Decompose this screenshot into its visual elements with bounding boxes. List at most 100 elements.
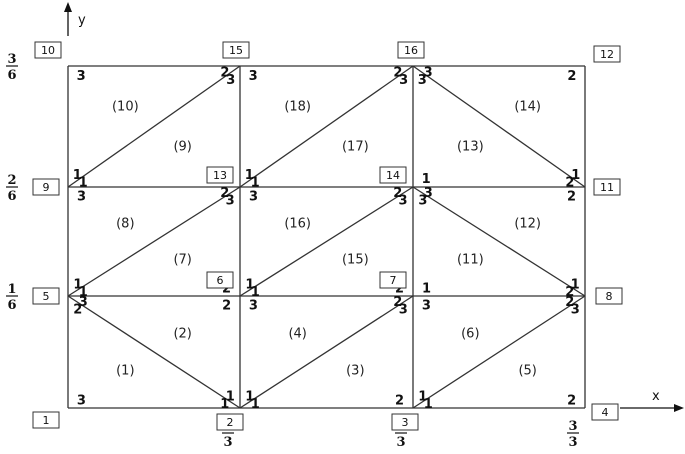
global-node-number: 6 <box>217 274 224 287</box>
global-node-number: 10 <box>41 44 55 57</box>
local-node-number: 2 <box>393 65 402 80</box>
local-node-number: 3 <box>226 73 235 88</box>
element-label: (13) <box>457 140 484 155</box>
global-node-16: 16 <box>397 41 425 59</box>
element-label: (15) <box>342 253 369 268</box>
local-node-number: 3 <box>226 194 235 209</box>
element-label: (12) <box>514 216 541 231</box>
svg-text:2: 2 <box>7 173 16 188</box>
local-node-number: 1 <box>79 285 88 300</box>
global-node-number: 8 <box>606 290 613 303</box>
global-node-14: 14 <box>379 166 407 184</box>
local-node-number: 3 <box>77 190 86 205</box>
global-node-9: 9 <box>32 178 60 196</box>
y-tick-fraction: 16 <box>6 282 18 313</box>
local-node-numbers: 1231231231231231231231231231231231231231… <box>73 65 581 412</box>
global-node-4: 4 <box>591 403 619 421</box>
element-label: (6) <box>461 326 479 341</box>
global-node-3: 3 <box>391 413 419 431</box>
local-node-number: 2 <box>222 299 231 314</box>
mesh-edge <box>239 295 414 409</box>
global-node-number: 2 <box>227 416 234 429</box>
svg-text:3: 3 <box>568 419 577 434</box>
local-node-number: 1 <box>245 168 254 183</box>
svg-text:3: 3 <box>396 435 405 450</box>
svg-text:3: 3 <box>223 435 232 450</box>
global-node-10: 10 <box>34 41 62 59</box>
local-node-number: 1 <box>251 397 260 412</box>
y-tick-fraction: 36 <box>6 52 18 83</box>
mesh-edge <box>239 65 414 188</box>
local-node-number: 3 <box>399 194 408 209</box>
global-node-number: 12 <box>600 48 614 61</box>
mesh-edge <box>67 65 241 188</box>
global-node-number: 4 <box>602 406 609 419</box>
element-label: (17) <box>342 140 369 155</box>
local-node-number: 2 <box>567 190 576 205</box>
global-node-7: 7 <box>379 271 407 289</box>
element-label: (10) <box>112 99 139 114</box>
local-node-number: 3 <box>418 194 427 209</box>
mesh-edges <box>67 65 586 409</box>
local-node-number: 2 <box>395 393 404 408</box>
global-node-number: 15 <box>229 44 243 57</box>
local-node-number: 1 <box>226 389 235 404</box>
coordinate-axes: y x <box>64 2 684 412</box>
x-tick-fraction: 33 <box>567 419 579 450</box>
local-node-number: 3 <box>424 65 433 80</box>
local-node-number: 3 <box>418 73 427 88</box>
element-label: (5) <box>518 364 536 379</box>
element-label: (11) <box>457 253 484 268</box>
mesh-edge <box>239 186 414 297</box>
local-node-number: 3 <box>79 295 88 310</box>
y-tick-fraction: 26 <box>6 173 18 204</box>
local-node-number: 3 <box>399 303 408 318</box>
global-node-11: 11 <box>593 178 621 196</box>
local-node-number: 3 <box>249 299 258 314</box>
y-axis-arrowhead <box>64 2 72 12</box>
local-node-number: 1 <box>422 281 431 296</box>
local-node-number: 2 <box>567 69 576 84</box>
local-node-number: 3 <box>249 69 258 84</box>
local-node-number: 2 <box>222 281 231 296</box>
local-node-number: 3 <box>249 190 258 205</box>
svg-text:6: 6 <box>7 68 16 83</box>
local-node-number: 3 <box>571 303 580 318</box>
local-node-number: 2 <box>567 393 576 408</box>
svg-text:3: 3 <box>568 435 577 450</box>
local-node-number: 2 <box>565 295 574 310</box>
global-node-number: 3 <box>402 416 409 429</box>
element-label: (9) <box>173 140 191 155</box>
element-label: (3) <box>346 364 364 379</box>
global-node-1: 1 <box>32 411 60 429</box>
global-node-number: 14 <box>386 169 400 182</box>
local-node-number: 2 <box>73 303 82 318</box>
global-node-15: 15 <box>222 41 250 59</box>
element-label: (7) <box>173 253 191 268</box>
local-node-number: 2 <box>393 295 402 310</box>
global-node-number: 1 <box>43 414 50 427</box>
local-node-number: 3 <box>77 69 86 84</box>
local-node-number: 2 <box>395 281 404 296</box>
mesh-edge <box>412 295 586 409</box>
local-node-number: 2 <box>393 186 402 201</box>
local-node-number: 3 <box>77 393 86 408</box>
y-axis-label: y <box>78 13 86 28</box>
svg-text:1: 1 <box>7 282 16 297</box>
local-node-number: 1 <box>571 168 580 183</box>
global-node-5: 5 <box>32 287 60 305</box>
local-node-number: 2 <box>565 285 574 300</box>
local-node-number: 1 <box>424 397 433 412</box>
local-node-number: 1 <box>220 397 229 412</box>
element-label: (8) <box>116 216 134 231</box>
global-node-8: 8 <box>595 287 623 305</box>
global-node-number: 16 <box>404 44 418 57</box>
local-node-number: 3 <box>424 186 433 201</box>
mesh-edge <box>67 295 241 409</box>
global-node-number: 7 <box>390 274 397 287</box>
local-node-number: 3 <box>399 73 408 88</box>
element-label: (18) <box>284 99 311 114</box>
global-node-number: 5 <box>43 290 50 303</box>
